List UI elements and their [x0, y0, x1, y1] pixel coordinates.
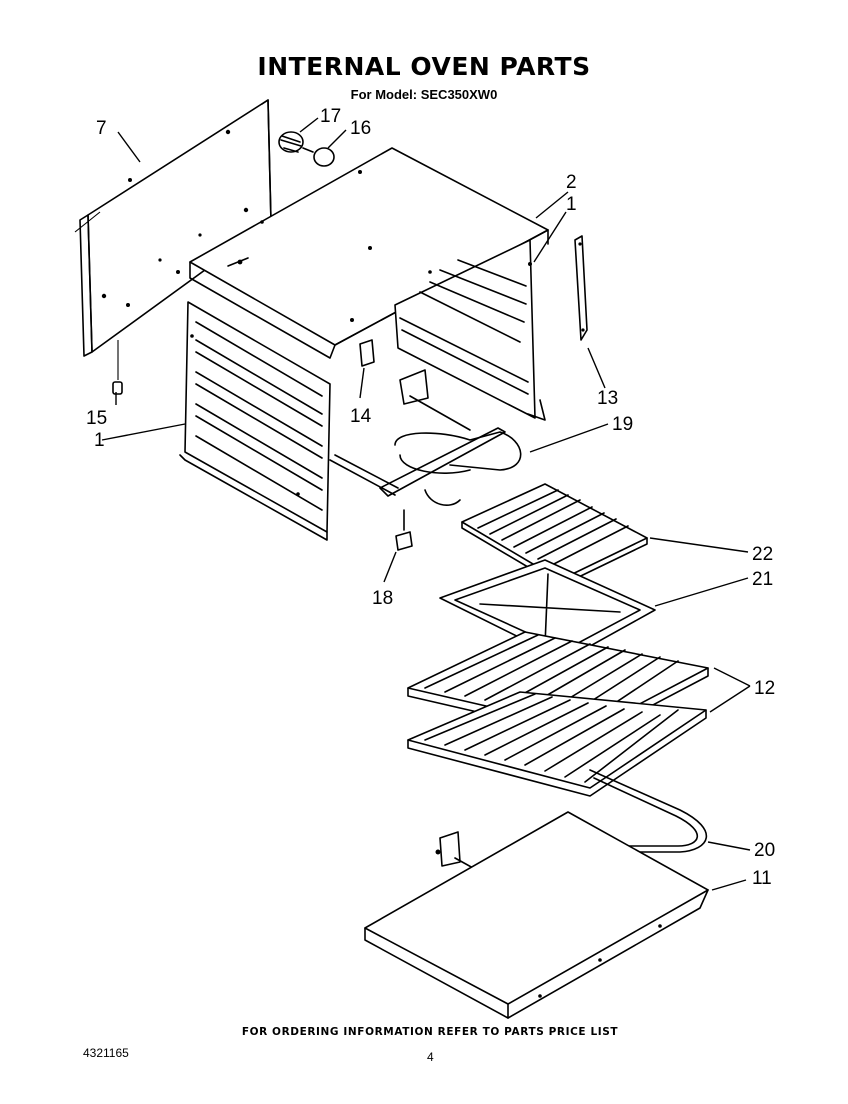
- callout-2: 2: [566, 172, 577, 193]
- part-15-clip: [112, 340, 123, 395]
- model-number: For Model: SEC350XW0: [350, 87, 498, 102]
- callout-14: 14: [350, 406, 372, 427]
- callout-20: 20: [754, 840, 775, 861]
- part-11-oven-bottom: [364, 811, 709, 1019]
- callout-12: 12: [754, 678, 775, 699]
- callout-16: 16: [350, 118, 371, 139]
- part-1-side-liner-right: [394, 239, 546, 421]
- part-17-light-socket: [278, 131, 304, 153]
- callout-1-left: 1: [94, 430, 105, 451]
- document-number: 4321165: [83, 1046, 129, 1060]
- callout-13: 13: [597, 388, 618, 409]
- callout-22: 22: [752, 544, 773, 565]
- callout-18: 18: [372, 588, 393, 609]
- part-13-side-bracket: [574, 235, 588, 341]
- callout-1-right: 1: [566, 194, 577, 215]
- callout-21: 21: [752, 569, 773, 590]
- part-18-bracket: [395, 509, 413, 551]
- callout-19: 19: [612, 414, 633, 435]
- page-number: 4: [427, 1050, 434, 1064]
- part-1-side-liner-left: [179, 301, 331, 541]
- diagram-title: INTERNAL OVEN PARTS: [257, 52, 591, 81]
- callout-7: 7: [96, 118, 107, 139]
- part-14-bracket: [359, 339, 375, 367]
- callout-17: 17: [320, 106, 341, 127]
- leader-lines: [101, 117, 751, 891]
- callout-11: 11: [752, 868, 772, 889]
- callout-15: 15: [86, 408, 107, 429]
- ordering-note: FOR ORDERING INFORMATION REFER TO PARTS …: [241, 1026, 619, 1038]
- part-12-oven-rack-lower: [407, 691, 707, 797]
- part-16-light-bulb: [302, 147, 335, 167]
- part-19-broil-element: [329, 369, 522, 506]
